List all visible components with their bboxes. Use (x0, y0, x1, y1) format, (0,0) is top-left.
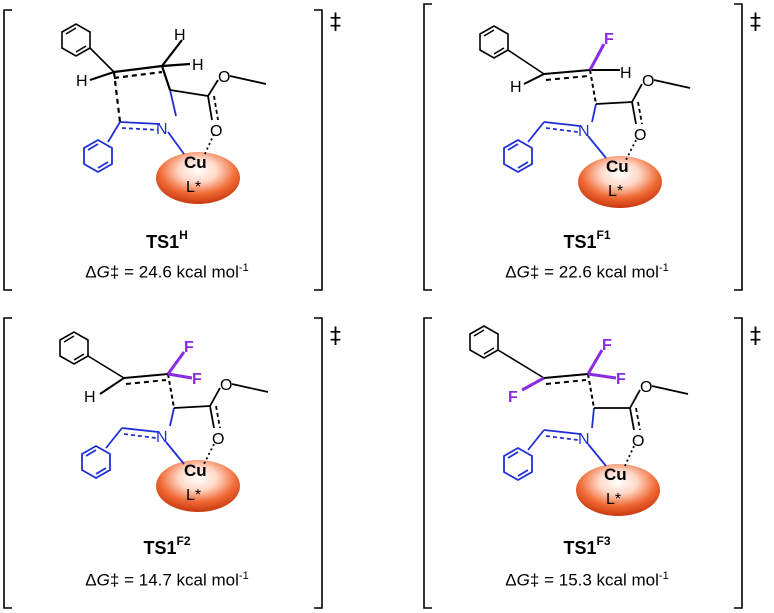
fluorine-bond-1 (166, 351, 186, 375)
ts-label: TS1F3 (563, 534, 611, 558)
left-bracket (3, 317, 12, 609)
fluorine-bond-2 (586, 349, 604, 375)
four-ring (89, 39, 191, 123)
dagger-symbol: ‡ (750, 10, 761, 35)
cu-ligand-ellipse (156, 460, 240, 512)
atom-o-1: O (220, 377, 232, 394)
cu-ligand-ellipse (576, 464, 660, 516)
atom-o-2: O (634, 127, 646, 144)
atom-n: N (156, 121, 168, 138)
atom-f: F (604, 31, 614, 48)
dagger-symbol: ‡ (750, 324, 761, 349)
fluorine-bond-1 (521, 376, 545, 392)
energy-value: ΔG‡ = 15.3 kcal mol-1 (505, 570, 669, 590)
dagger-symbol: ‡ (330, 324, 341, 349)
ester (594, 385, 689, 469)
ester (595, 79, 691, 161)
atom-h-1: H (620, 65, 632, 82)
atom-cu: Cu (184, 461, 207, 480)
atom-f-2: F (602, 337, 612, 354)
atom-f-1: F (508, 389, 518, 406)
ester (169, 75, 267, 157)
atom-o-1: O (218, 69, 230, 86)
right-bracket (734, 3, 743, 291)
energy-value: ΔG‡ = 24.6 kcal mol-1 (85, 262, 249, 282)
atom-o-2: O (212, 431, 224, 448)
structure-ts1-f2: F F H N O O Cu L* (3, 317, 323, 609)
energy-value: ΔG‡ = 22.6 kcal mol-1 (505, 262, 669, 282)
phenyl-top (59, 331, 125, 379)
atom-h: H (84, 389, 96, 406)
ts-label: TS1F2 (143, 534, 191, 558)
ester (173, 383, 269, 465)
ts-label: TS1H (146, 228, 188, 252)
fluorine-bond-3 (587, 372, 617, 380)
phenyl-top (479, 25, 545, 75)
vinyl-core (523, 69, 620, 105)
atom-h-1: H (174, 27, 186, 44)
atom-o-2: O (632, 433, 644, 450)
right-bracket (314, 317, 323, 609)
atom-f-2: F (192, 371, 202, 388)
panel-ts1-f1: F H H N O O Cu L* ‡ TS1F1 ΔG‡ = 22.6 kca… (423, 3, 764, 294)
imine-fragment (503, 103, 607, 174)
imine-fragment (81, 407, 185, 480)
fluorine-bond-2 (167, 372, 193, 380)
atom-h-3: H (76, 73, 88, 90)
atom-h-2: H (192, 57, 204, 74)
structure-ts1-h: H H H N O O Cu L* (3, 9, 323, 291)
atom-f-1: F (184, 339, 194, 356)
energy-value: ΔG‡ = 14.7 kcal mol-1 (85, 570, 249, 590)
atom-cu: Cu (184, 153, 207, 172)
atom-o-2: O (210, 123, 222, 140)
atom-o-1: O (640, 379, 652, 396)
ts-label: TS1F1 (563, 228, 611, 252)
atom-cu: Cu (604, 465, 627, 484)
left-bracket (3, 9, 12, 291)
dagger-symbol: ‡ (330, 10, 341, 35)
imine-fragment (83, 121, 185, 174)
atom-ligand: L* (186, 487, 201, 504)
phenyl-top (469, 325, 545, 379)
atom-f-3: F (616, 371, 626, 388)
atom-n: N (578, 123, 590, 140)
atom-ligand: L* (186, 179, 201, 196)
cu-ligand-ellipse (578, 156, 662, 208)
vinyl-core (99, 373, 175, 409)
left-bracket (423, 3, 432, 291)
fluorine-bond (588, 43, 606, 71)
structure-ts1-f1: F H H N O O Cu L* (423, 3, 743, 291)
atom-h-2: H (510, 79, 522, 96)
atom-cu: Cu (606, 157, 629, 176)
right-bracket (734, 317, 743, 609)
atom-ligand: L* (606, 491, 621, 508)
vinyl-core (543, 373, 595, 409)
panel-ts1-h: H H H N O O Cu L* ‡ TS1H ΔG‡ = 24.6 kcal (3, 4, 344, 294)
panel-ts1-f3: F F F N O O Cu L* ‡ TS1F3 ΔG‡ = 15.3 kca… (423, 317, 764, 609)
atom-ligand: L* (608, 183, 623, 200)
atom-n: N (578, 431, 590, 448)
right-bracket (314, 9, 323, 291)
atom-o-1: O (642, 73, 654, 90)
left-bracket (423, 317, 432, 609)
imine-fragment (503, 407, 607, 482)
structure-ts1-f3: F F F N O O Cu L* (423, 317, 743, 609)
panel-ts1-f2: F F H N O O Cu L* ‡ TS1F2 ΔG‡ = 14.7 kca… (3, 317, 344, 609)
phenyl-top (61, 23, 115, 73)
cu-ligand-ellipse (156, 152, 240, 204)
atom-n: N (156, 429, 168, 446)
